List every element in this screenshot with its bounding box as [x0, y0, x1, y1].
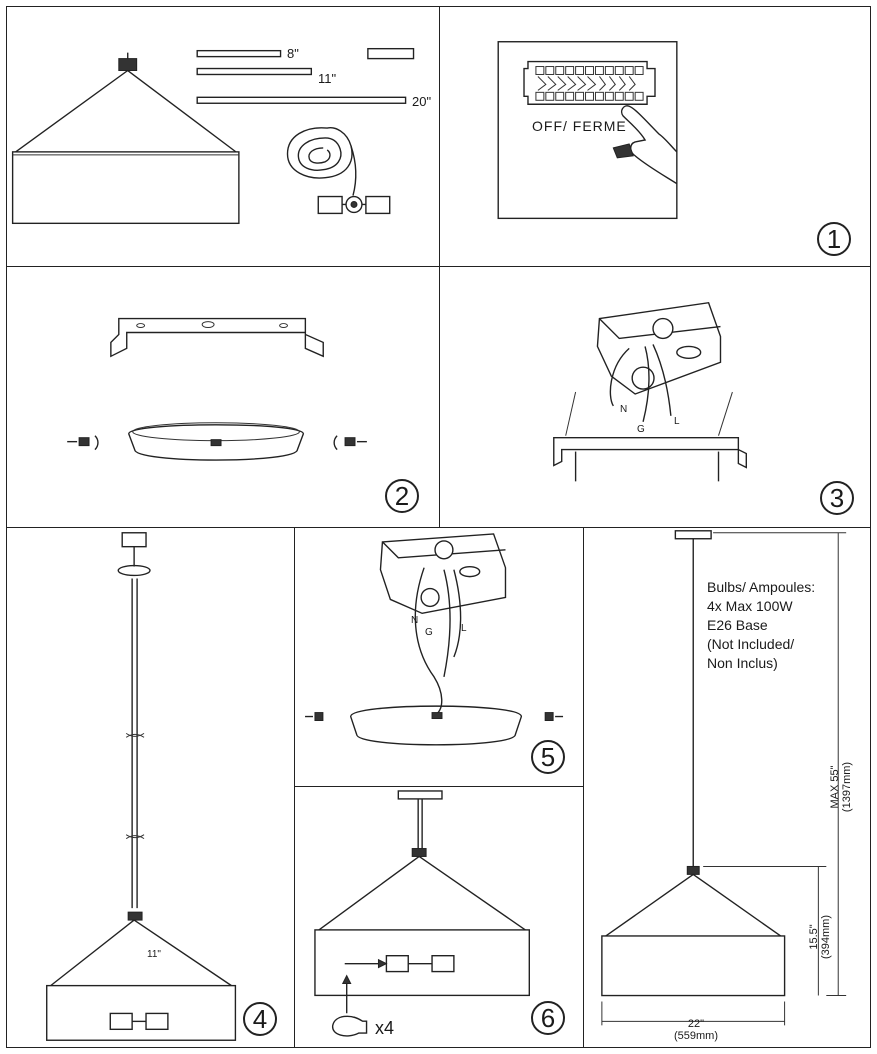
assembly-canopy-icon — [117, 564, 151, 577]
screw-left-icon — [78, 437, 90, 447]
step-number-3: 3 — [820, 481, 854, 515]
assembly-junction-box-icon — [121, 532, 147, 548]
bulb-spec-text: Bulbs/ Ampoules: 4x Max 100W E26 Base (N… — [707, 579, 816, 671]
step-5-panel: N G L 5 — [294, 527, 584, 787]
socket-left-icon — [317, 195, 343, 215]
parts-panel: 8" 11" 20" — [6, 6, 440, 267]
step-1-panel: OFF/ FERME 1 — [439, 6, 871, 267]
shade-width-label: 22" (559mm) — [673, 1018, 718, 1042]
step-number-4: 4 — [243, 1002, 277, 1036]
wire-label-g: G — [637, 424, 645, 435]
canopy-wiring-drawing — [305, 533, 564, 746]
step-2-panel: 2 — [6, 266, 440, 528]
coupler-icon — [367, 47, 415, 60]
rod-20-icon — [196, 96, 407, 104]
rod-8-icon — [196, 49, 282, 58]
wire-label-l-step5: L — [461, 623, 467, 634]
full-assembly-drawing — [46, 532, 237, 1041]
shade-height-label: 15.5" (394mm) — [808, 915, 832, 960]
step-number-2: 2 — [385, 479, 419, 513]
step-6-panel: x4 6 — [294, 786, 584, 1048]
suspension-wire-right — [127, 69, 237, 153]
step-number-1: 1 — [817, 222, 851, 256]
canopy-cap-icon — [118, 58, 138, 72]
ceiling-box-icon — [379, 533, 507, 615]
dimensions-shade-icon — [601, 935, 786, 997]
rod-length-label-assembly: 11" — [147, 949, 161, 960]
breaker-drawing — [497, 41, 678, 220]
mounting-bracket-icon — [110, 317, 324, 358]
step-3-panel: N G L 3 — [439, 266, 871, 528]
screw-right-icon — [344, 437, 356, 447]
wire-label-g-step5: G — [425, 627, 433, 638]
canopy-plate-icon — [349, 705, 523, 746]
step-4-panel: 11" 4 — [6, 527, 295, 1048]
parts-drawing — [11, 47, 415, 225]
wire-label-n-step5: N — [411, 615, 419, 626]
step6-shade-icon — [314, 929, 530, 997]
dimensions-panel: Bulbs/ Ampoules: 4x Max 100W E26 Base (N… — [583, 527, 871, 1048]
rod-11-icon — [196, 67, 313, 76]
step-number-6: 6 — [531, 1001, 565, 1035]
assembly-shade-icon — [46, 984, 237, 1041]
step-number-5: 5 — [531, 740, 565, 774]
canopy-ring-icon — [128, 424, 305, 461]
wire-label-n: N — [620, 404, 628, 415]
breaker-off-label: OFF/ FERME — [532, 118, 627, 134]
drum-shade-icon — [11, 151, 240, 225]
suspension-wire-left — [15, 69, 129, 153]
bracket-canopy-drawing — [67, 317, 367, 461]
junction-box-drawing — [553, 301, 747, 482]
breaker-panel-icon — [523, 60, 656, 105]
max-height-label: MAX 55" (1397mm) — [829, 761, 853, 813]
dimensions-drawing — [601, 530, 847, 1026]
bulb-install-drawing — [314, 790, 530, 1037]
light-bulb-icon — [332, 1015, 368, 1037]
rod-length-label-20: 20" — [412, 94, 432, 109]
rod-length-label-11: 11" — [318, 71, 337, 86]
socket-right-icon — [365, 195, 391, 215]
junction-box-icon — [596, 301, 722, 395]
bulb-count-label: x4 — [375, 1018, 395, 1038]
wire-label-l: L — [674, 416, 680, 427]
rod-length-label-8: 8" — [287, 46, 299, 61]
breaker-box-frame — [497, 41, 678, 220]
bracket-icon — [553, 436, 747, 469]
hand-icon — [620, 105, 678, 185]
